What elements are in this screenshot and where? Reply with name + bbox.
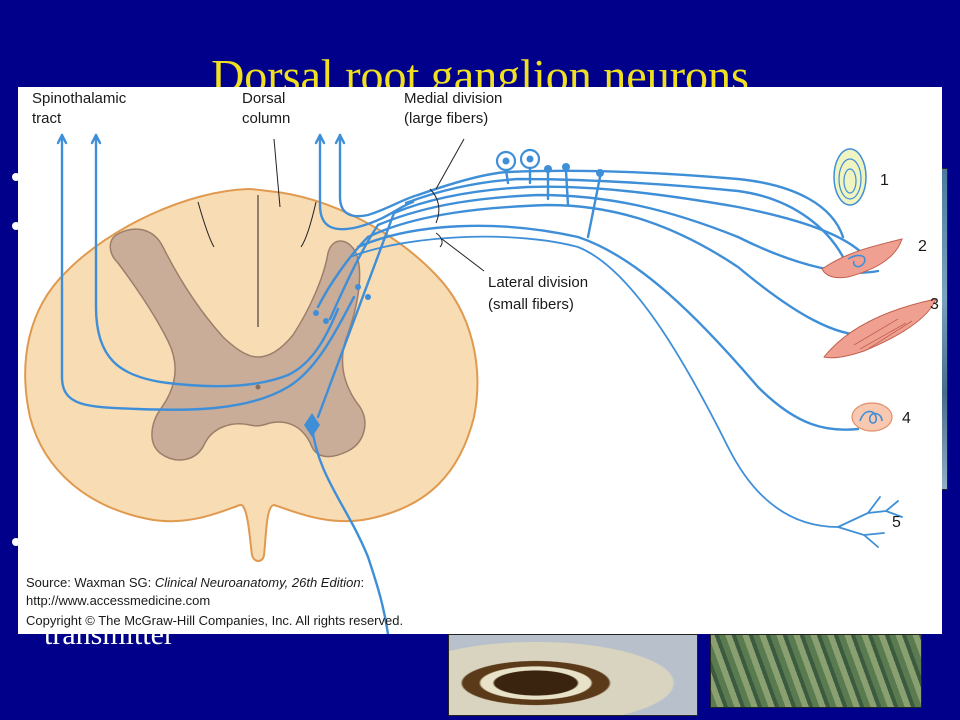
motor-neuron-axon — [310, 425, 390, 634]
dorsal-column-fiber-2 — [334, 133, 420, 218]
lateral-division-bracket — [435, 232, 443, 248]
ganglion-small-cell-2 — [562, 163, 570, 171]
receptor-4-encapsulated-ending — [851, 402, 893, 432]
motor-neuron-body — [304, 413, 320, 437]
receptor-number-4: 4 — [902, 410, 911, 427]
ganglion-small-stem-2 — [564, 169, 570, 207]
source-suffix: : — [361, 575, 365, 590]
lateral-division-fiber-1 — [356, 224, 860, 431]
medial-division-fiber-1 — [416, 169, 845, 239]
source-line-1: Source: Waxman SG: Clinical Neuroanatomy… — [26, 575, 364, 590]
label-lateral-division-line2: (small fibers) — [488, 296, 574, 313]
receptor-number-5: 5 — [892, 514, 901, 531]
ganglion-small-cell-1 — [544, 165, 552, 173]
receptor-2-muscle-spindle — [821, 238, 903, 279]
diagram-svg: Spinothalamic tract Dorsal column Medial… — [24, 90, 939, 634]
label-dorsal-column-line2: column — [242, 110, 290, 127]
collateral-fiber-a — [316, 235, 370, 309]
dorsal-root-fiber-3 — [392, 185, 868, 259]
receptor-1-pacinian-corpuscle — [833, 148, 867, 206]
collateral-fiber-c — [316, 211, 396, 419]
ganglion-cell-nucleus-1 — [502, 157, 510, 165]
label-spinothalamic-line1: Spinothalamic — [32, 90, 127, 107]
source-prefix: Source: Waxman SG: — [26, 575, 155, 590]
dorsal-intermediate-septum-right — [300, 201, 317, 248]
bullet-dot-3 — [12, 538, 20, 546]
micrograph-muscle-spindle — [710, 634, 922, 708]
label-dorsal-column-line1: Dorsal — [242, 90, 285, 107]
central-canal — [255, 384, 261, 390]
label-lateral-division-line1: Lateral division — [488, 274, 588, 291]
synapse-dot-4 — [365, 294, 371, 300]
synapse-dot-2 — [323, 318, 329, 324]
ganglion-small-stem-3 — [586, 175, 602, 239]
dorsal-column-leader — [273, 138, 281, 208]
micrograph-pacinian-corpuscle — [448, 634, 698, 716]
bullet-dot-2 — [12, 222, 20, 230]
gray-matter — [109, 228, 366, 461]
spinothalamic-fiber-left — [56, 133, 356, 411]
receptor-5-free-nerve-ending — [837, 496, 903, 548]
receptor-number-3: 3 — [930, 296, 939, 313]
lateral-division-fiber-2 — [349, 235, 839, 528]
ganglion-cell-nucleus-2 — [526, 155, 534, 163]
lateral-division-leader — [441, 238, 485, 272]
receptor-number-2: 2 — [918, 238, 927, 255]
dorsal-root-fiber-4 — [376, 193, 880, 274]
bullet-dot-1 — [12, 173, 20, 181]
dorsal-root-fiber-5 — [366, 203, 870, 337]
ganglion-stem-1 — [504, 168, 510, 185]
medial-division-fiber-2 — [404, 177, 845, 259]
dorsal-column-fiber-1 — [314, 133, 415, 231]
label-medial-division-line2: (large fibers) — [404, 110, 488, 127]
source-url: http://www.accessmedicine.com — [26, 593, 210, 608]
medial-division-leader — [435, 138, 465, 190]
receptor-number-1: 1 — [880, 172, 889, 189]
synapse-dot-3 — [355, 284, 361, 290]
label-spinothalamic-line2: tract — [32, 110, 62, 127]
source-copyright: Copyright © The McGraw-Hill Companies, I… — [26, 613, 403, 628]
receptor-3-muscle — [823, 298, 937, 359]
dorsal-intermediate-septum-left — [197, 201, 215, 248]
synapse-dot-1 — [313, 310, 319, 316]
ganglion-small-cell-3 — [596, 169, 604, 177]
collateral-fiber-b — [328, 223, 380, 321]
label-medial-division-line1: Medial division — [404, 90, 502, 107]
source-book-title: Clinical Neuroanatomy, 26th Edition — [155, 575, 361, 590]
spinothalamic-fiber-right — [90, 133, 340, 388]
medial-division-bracket — [429, 188, 440, 224]
figure-sensory-neuron-diagram: Spinothalamic tract Dorsal column Medial… — [18, 87, 942, 634]
